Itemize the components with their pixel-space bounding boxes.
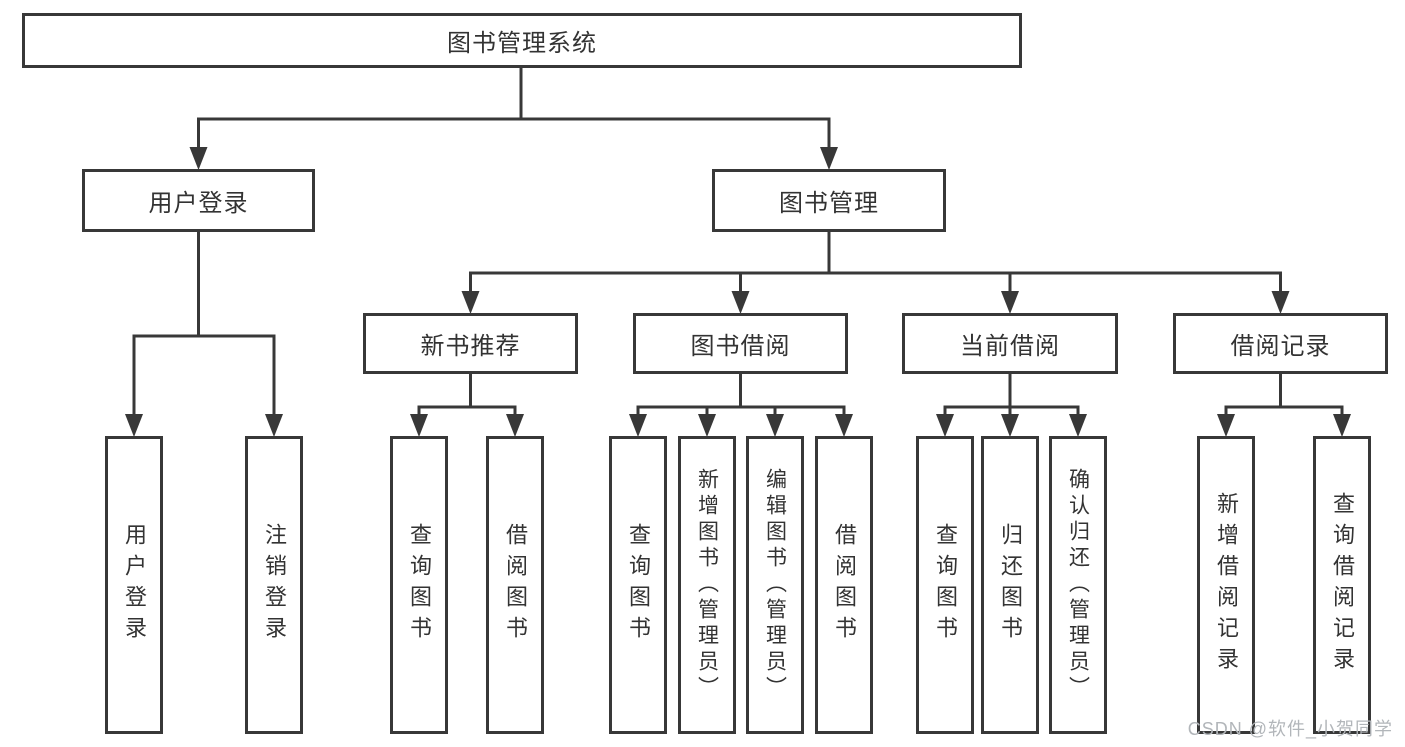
arrow-down: [125, 414, 143, 437]
arrow-down: [461, 291, 480, 314]
connector-recommend-children: [410, 372, 524, 437]
connector-root-to-level2: [189, 66, 838, 170]
arrow-down: [1217, 414, 1235, 437]
leaf-logout: 注销登录: [245, 436, 303, 734]
leaf-record-add-borrow-record: 新增借阅记录: [1197, 436, 1255, 734]
arrow-down: [1001, 291, 1019, 314]
connector-book-management-children: [461, 230, 1290, 314]
arrow-down: [820, 147, 838, 170]
connector-record-children: [1217, 372, 1351, 437]
connector-current-children: [936, 372, 1087, 437]
leaf-current-confirm-return-admin: 确认归还（管理员）: [1049, 436, 1107, 734]
connector-borrow-children: [629, 372, 853, 437]
arrow-down: [1271, 291, 1290, 314]
leaf-recommend-borrow-book: 借阅图书: [486, 436, 544, 734]
leaf-user-login: 用户登录: [105, 436, 163, 734]
leaf-recommend-query-book: 查询图书: [390, 436, 448, 734]
arrow-down: [265, 414, 283, 437]
node-borrow-record-label: 借阅记录: [1230, 333, 1331, 360]
leaf-record-query-borrow-record: 查询借阅记录: [1313, 436, 1371, 734]
leaf-borrow-add-book-admin: 新增图书（管理员）: [678, 436, 736, 734]
leaf-borrow-borrow-book-label: 借阅图书: [832, 523, 857, 647]
leaf-current-return-book: 归还图书: [981, 436, 1039, 734]
leaf-current-query-book-label: 查询图书: [933, 523, 958, 647]
node-current-borrow-label: 当前借阅: [960, 333, 1060, 360]
node-book-borrow-label: 图书借阅: [690, 333, 791, 360]
arrow-down: [698, 414, 716, 437]
node-user-login-label: 用户登录: [148, 190, 249, 217]
arrow-down: [629, 414, 647, 437]
node-book-borrow: 图书借阅: [633, 313, 848, 374]
leaf-borrow-add-book-admin-label: 新增图书（管理员）: [695, 468, 719, 702]
node-new-book-recommend: 新书推荐: [363, 313, 578, 374]
leaf-record-query-borrow-record-label: 查询借阅记录: [1330, 492, 1355, 678]
leaf-borrow-edit-book-admin-label: 编辑图书（管理员）: [763, 468, 787, 702]
node-current-borrow: 当前借阅: [902, 313, 1118, 374]
leaf-current-confirm-return-admin-label: 确认归还（管理员）: [1066, 468, 1090, 702]
arrow-down: [766, 414, 784, 437]
node-new-book-recommend-label: 新书推荐: [420, 333, 521, 360]
leaf-current-query-book: 查询图书: [916, 436, 974, 734]
leaf-recommend-borrow-book-label: 借阅图书: [503, 523, 528, 647]
node-root-label: 图书管理系统: [447, 30, 597, 57]
arrow-down: [506, 414, 524, 437]
node-book-management-label: 图书管理: [779, 190, 879, 217]
arrow-down: [936, 414, 954, 437]
arrow-down: [1069, 414, 1087, 437]
arrow-down: [835, 414, 853, 437]
leaf-borrow-query-book: 查询图书: [609, 436, 667, 734]
arrow-down: [1001, 414, 1019, 437]
leaf-recommend-query-book-label: 查询图书: [407, 523, 432, 647]
leaf-borrow-borrow-book: 借阅图书: [815, 436, 873, 734]
leaf-current-return-book-label: 归还图书: [998, 523, 1023, 647]
leaf-borrow-edit-book-admin: 编辑图书（管理员）: [746, 436, 804, 734]
node-borrow-record: 借阅记录: [1173, 313, 1388, 374]
arrow-down: [1333, 414, 1351, 437]
node-user-login: 用户登录: [82, 169, 315, 232]
arrow-down: [410, 414, 428, 437]
arrow-down: [189, 147, 208, 170]
leaf-logout-label: 注销登录: [262, 523, 287, 647]
node-book-management: 图书管理: [712, 169, 946, 232]
leaf-record-add-borrow-record-label: 新增借阅记录: [1214, 492, 1239, 678]
watermark: CSDN @软件_小贺同学: [1187, 719, 1393, 739]
connector-user-login-children: [125, 230, 283, 437]
node-root: 图书管理系统: [22, 13, 1022, 68]
leaf-user-login-label: 用户登录: [122, 523, 147, 647]
leaf-borrow-query-book-label: 查询图书: [626, 523, 651, 647]
arrow-down: [731, 291, 750, 314]
